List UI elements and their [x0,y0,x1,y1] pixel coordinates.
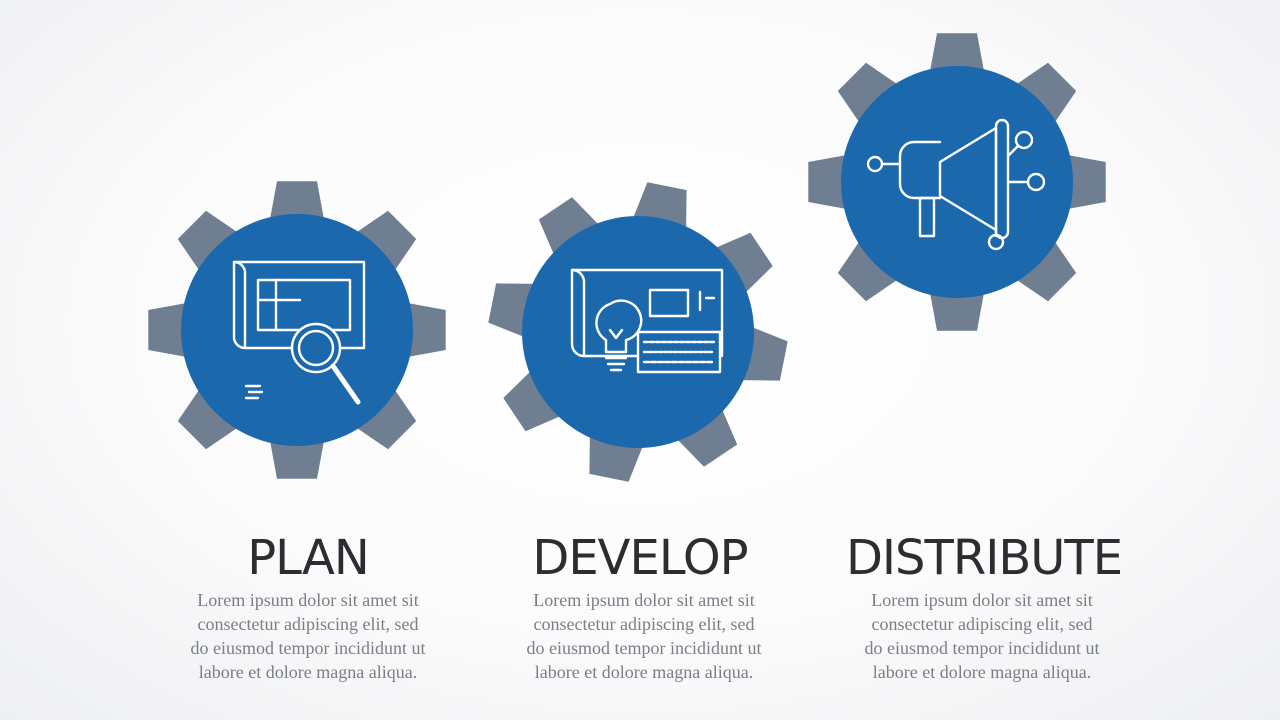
stage-description-develop: Lorem ipsum dolor sit amet sit consectet… [526,590,762,682]
gear-develop [488,182,788,482]
blueprint-lightbulb-icon [570,268,724,374]
gear-plan [148,181,446,479]
blueprint-magnifier-icon [232,260,366,405]
stage-description-distribute: Lorem ipsum dolor sit amet sit consectet… [864,590,1100,682]
megaphone-icon [866,118,1046,251]
stage-title-distribute: DISTRIBUTE [845,530,1123,586]
stage-title-develop: DEVELOP [532,530,748,586]
stage-description-plan: Lorem ipsum dolor sit amet sit consectet… [190,590,426,682]
gear-distribute [808,33,1106,331]
stage-title-plan: PLAN [247,530,370,586]
gear-distribute-center [841,66,1073,298]
